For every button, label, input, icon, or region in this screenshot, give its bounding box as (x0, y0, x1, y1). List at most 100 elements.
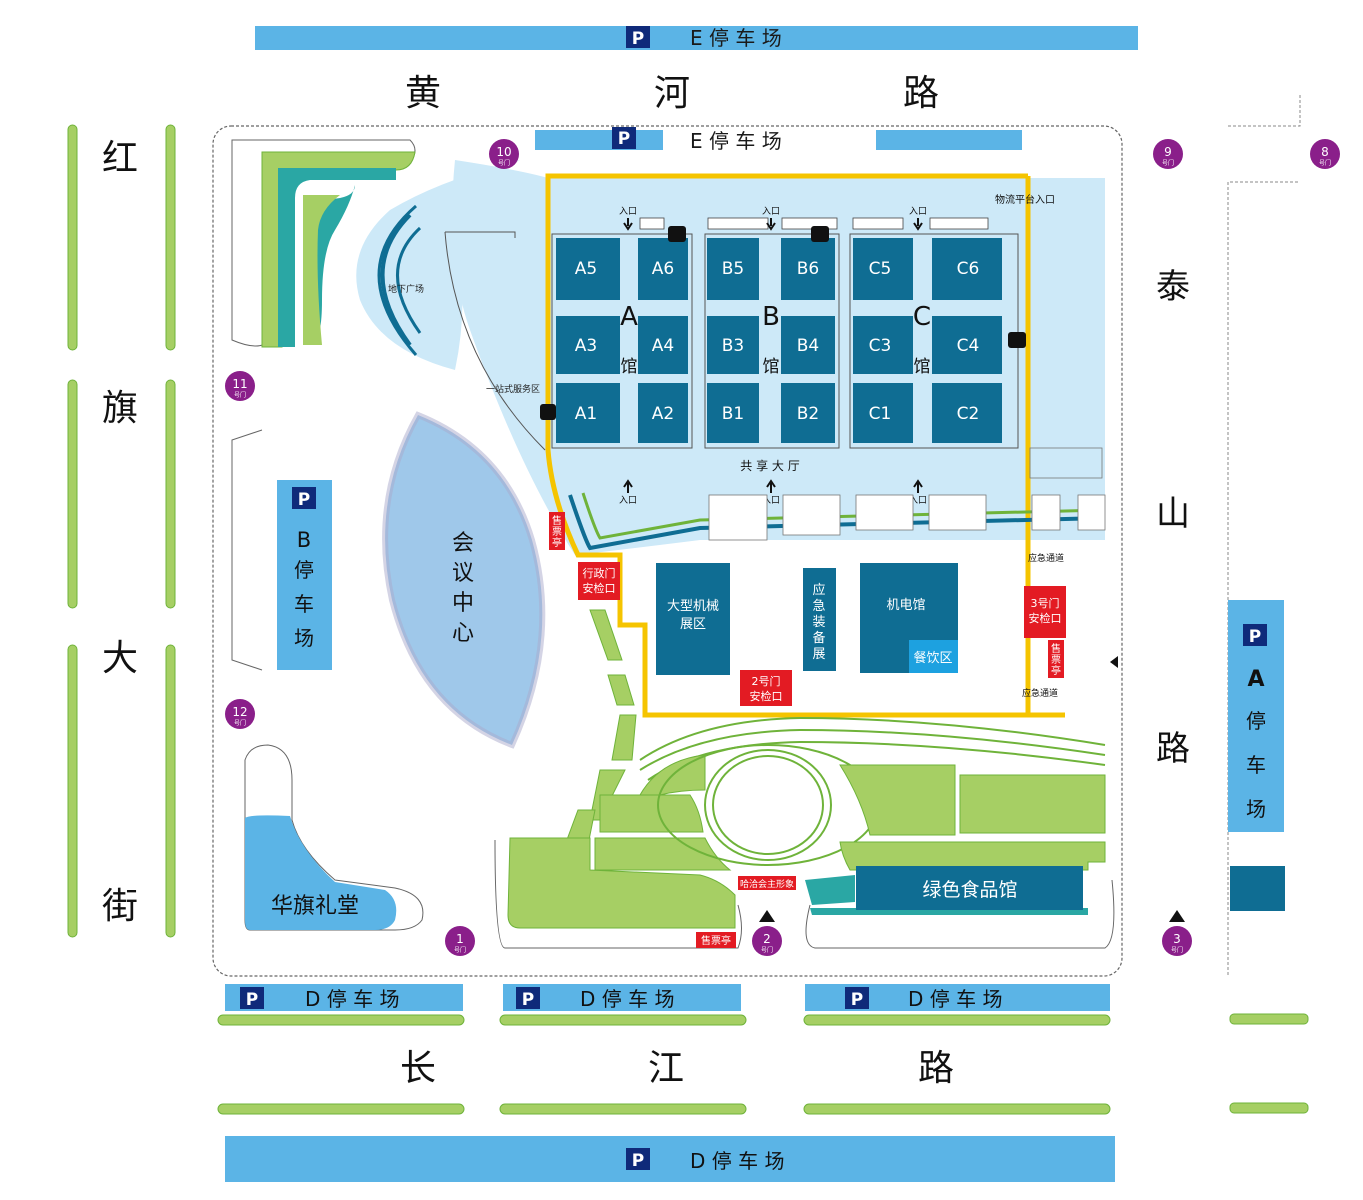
hall-cell[interactable] (781, 238, 835, 300)
parking-d-bottom (225, 1136, 1115, 1182)
green-food-hall[interactable] (856, 866, 1083, 910)
hall-cell[interactable] (932, 383, 1002, 443)
parking-p-label: P (851, 990, 863, 1010)
hall-cell[interactable] (556, 238, 620, 300)
parking-p-icon (845, 987, 869, 1009)
parking-d-label: D 停 车 场 (305, 987, 399, 1011)
ticket-booth[interactable] (696, 932, 736, 948)
gate-1[interactable]: 1 号门 (445, 926, 475, 956)
hall-cell[interactable] (707, 238, 759, 300)
hall-cell[interactable] (707, 383, 759, 443)
hall-cell[interactable] (853, 316, 913, 374)
green-area (594, 837, 732, 871)
admin-gate-label: 安检口 (583, 581, 616, 595)
ticket-booth[interactable] (1048, 640, 1064, 678)
green-strip (217, 1014, 465, 1026)
green-strip (67, 124, 78, 351)
parking-b-label: 停 (294, 558, 314, 582)
gate-8[interactable]: 8 号门 (1310, 139, 1340, 169)
teal-area (805, 875, 855, 905)
roundabout-ring (712, 755, 824, 855)
hall-cell[interactable] (638, 316, 688, 374)
arrow-up-icon (623, 479, 633, 493)
gate-2[interactable]: 2 号门 (752, 910, 782, 956)
hall-cell[interactable] (781, 316, 835, 374)
parking-p-icon (1243, 624, 1267, 646)
restroom-icon (668, 226, 686, 242)
hall-cell[interactable] (638, 238, 688, 300)
hall-cell[interactable] (781, 383, 835, 443)
hall-cell[interactable] (556, 316, 620, 374)
parking-d-label: D 停 车 场 (908, 987, 1002, 1011)
gate-number: 2 (763, 932, 771, 946)
dining-area[interactable] (909, 640, 958, 673)
plaza-arc (396, 226, 422, 334)
conference-center[interactable] (382, 411, 546, 749)
hall-cell[interactable] (556, 383, 620, 443)
emergency-equip-label: 备 (812, 630, 825, 646)
gate-label: 号门 (761, 946, 773, 954)
huaqi-auditorium[interactable] (245, 815, 397, 930)
emergency-equip-label: 急 (812, 599, 825, 614)
road-north-3: 路 (903, 73, 939, 114)
restroom-icon (540, 404, 556, 420)
hall-cell[interactable] (932, 238, 1002, 300)
hall-cell-label: A5 (575, 259, 597, 279)
gate2-check[interactable] (740, 670, 792, 706)
electromech-label: 机电馆 (886, 598, 925, 613)
gate-12[interactable]: 12 号门 (225, 699, 255, 729)
gate-11[interactable]: 11 号门 (225, 371, 255, 401)
hall-cell-label: A1 (575, 404, 597, 424)
gate-number: 11 (232, 377, 247, 391)
green-strip (803, 1014, 1111, 1026)
parking-p-label: P (632, 1151, 644, 1171)
entrance-label: 入口 (909, 206, 927, 217)
gate-number: 9 (1164, 145, 1172, 159)
hall-guan: 馆 (621, 357, 638, 377)
hall-cell-label: B5 (722, 259, 744, 279)
parking-p-icon (612, 127, 636, 149)
hall-cell-label: C1 (869, 404, 892, 424)
restroom-icon (1008, 332, 1026, 348)
gate-label: 号门 (234, 391, 246, 399)
arrow-down-icon (623, 218, 633, 231)
gate3-check[interactable] (1024, 586, 1066, 638)
boundary-line (1227, 181, 1300, 975)
boundary-line (494, 839, 742, 949)
hall-cell[interactable] (932, 316, 1002, 374)
big-machinery-zone[interactable] (656, 563, 730, 675)
hall-cell[interactable] (853, 238, 913, 300)
green-strip (165, 124, 176, 351)
green-strip (499, 1103, 747, 1115)
boundary-line (231, 429, 263, 671)
parking-p-icon (626, 26, 650, 48)
admin-gate-check[interactable] (578, 562, 620, 600)
facade-block (928, 494, 987, 531)
hall-cell[interactable] (707, 316, 759, 374)
parking-p-icon (240, 987, 264, 1009)
harbin-symbol-label: 哈洽会主形象 (740, 878, 794, 890)
road-west-1: 红 (102, 138, 138, 179)
parking-e-inner (535, 130, 663, 150)
gate2-check-label: 安检口 (750, 689, 783, 703)
ticket-booth[interactable] (549, 512, 565, 550)
road-east-2: 山 (1156, 494, 1190, 534)
gate-3[interactable]: 3 号门 (1162, 910, 1192, 956)
parking-a-label: A (1247, 667, 1264, 692)
emergency-equipment-zone[interactable] (803, 568, 836, 671)
hall-b: B5 B6 B3 B4 B1 B2 B 馆 (707, 238, 835, 443)
parking-b (277, 480, 332, 670)
ticket-booth-label: 票 (1051, 654, 1061, 666)
gate-9[interactable]: 9 号门 (1153, 139, 1183, 169)
harbin-symbol (738, 876, 796, 890)
emergency-equip-label: 装 (812, 615, 825, 630)
hall-letter: B (762, 302, 780, 332)
hall-cell[interactable] (638, 383, 688, 443)
gate2-check-label: 2号门 (752, 674, 781, 688)
hall-letter: C (913, 302, 931, 332)
hall-cell[interactable] (853, 383, 913, 443)
ticket-booth-label: 亭 (552, 536, 562, 549)
hall-cell-label: A4 (652, 336, 674, 356)
gate-10[interactable]: 10 号门 (489, 139, 519, 169)
parking-b-label: 车 (294, 592, 314, 616)
